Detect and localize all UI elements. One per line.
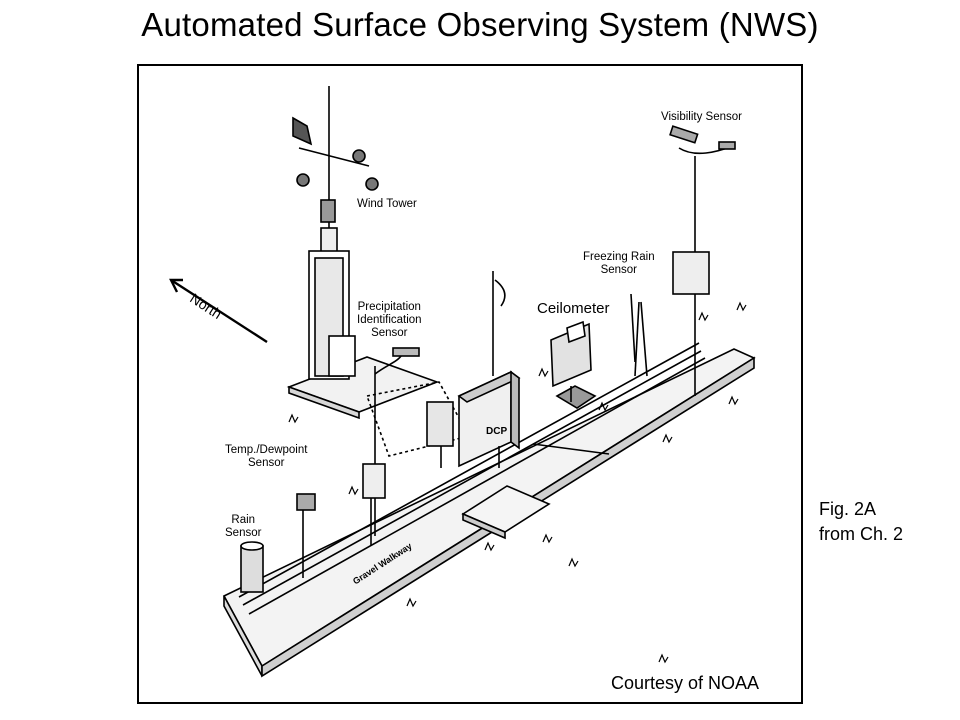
caption-line-1: Fig. 2A bbox=[819, 499, 877, 519]
wind-sensor-cup bbox=[296, 173, 310, 187]
caption-line-2: from Ch. 2 bbox=[819, 524, 904, 544]
label-visibility-sensor: Visibility Sensor bbox=[661, 111, 742, 123]
anemometer-cup bbox=[352, 149, 366, 163]
label-temp-dewpoint-sensor: Temp./Dewpoint Sensor bbox=[225, 444, 308, 469]
freezing-rain-sensor-box bbox=[672, 251, 710, 295]
label-dcp: DCP bbox=[486, 426, 508, 437]
cable-tray bbox=[238, 342, 700, 598]
figure-caption: Fig. 2A from Ch. 2 bbox=[819, 497, 903, 547]
temp-dewpoint-box bbox=[362, 463, 386, 499]
secondary-cabinet bbox=[426, 401, 454, 447]
wind-vane bbox=[292, 116, 313, 146]
label-precipitation-sensor: Precipitation Identification Sensor bbox=[357, 301, 422, 339]
dashed-conduit-area bbox=[365, 381, 471, 457]
slide-title: Automated Surface Observing System (NWS) bbox=[141, 6, 819, 43]
dcp-callout-line bbox=[532, 443, 610, 455]
label-rain-sensor: Rain Sensor bbox=[225, 514, 262, 539]
label-freezing-rain-sensor: Freezing Rain Sensor bbox=[583, 251, 655, 276]
rain-gauge-cylinder bbox=[240, 545, 264, 593]
north-arrow bbox=[169, 278, 268, 344]
figure-credit: Courtesy of NOAA bbox=[611, 673, 760, 693]
visibility-sensor-head bbox=[669, 125, 699, 144]
freezing-rain-sensor-mast bbox=[634, 301, 640, 377]
ASOS-equipment-drawing bbox=[169, 86, 756, 678]
label-ceilometer: Ceilometer bbox=[537, 300, 610, 317]
ASOS-diagram-figure: Wind Tower Visibility Sensor Freezing Ra… bbox=[137, 64, 803, 704]
grass-tufts bbox=[288, 301, 747, 664]
label-wind-tower: Wind Tower bbox=[357, 198, 417, 210]
precipitation-sensor-head bbox=[392, 347, 420, 357]
